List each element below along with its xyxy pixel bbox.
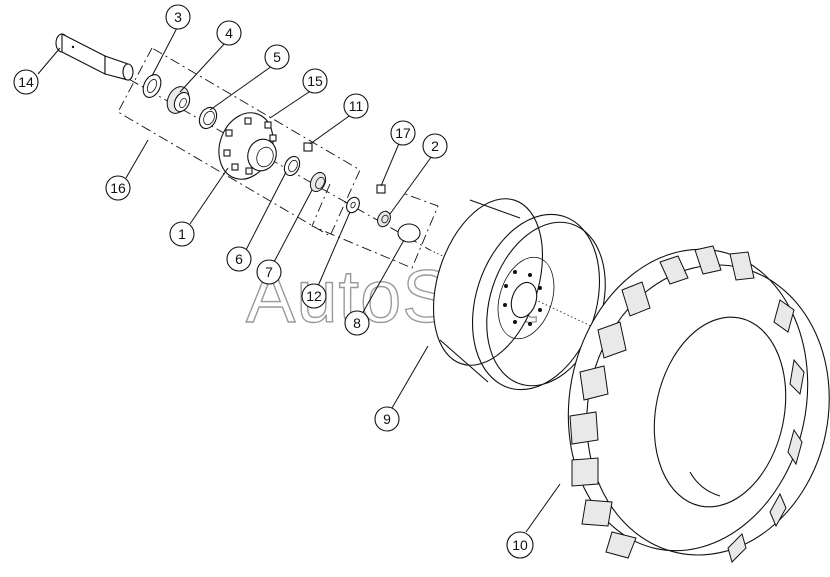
- callout-7: 7: [256, 259, 282, 285]
- callout-label-5: 5: [273, 49, 281, 65]
- callout-3: 3: [165, 4, 191, 30]
- callout-16: 16: [105, 175, 131, 201]
- callout-label-7: 7: [265, 264, 273, 280]
- callout-10: 10: [506, 531, 534, 559]
- callout-label-10: 10: [512, 537, 528, 553]
- hub-nut-part: [303, 142, 313, 152]
- leader-lines: [37, 25, 561, 533]
- callout-11: 11: [343, 93, 369, 119]
- hub-cap-part: [397, 223, 421, 243]
- seal-ring-part: [142, 74, 162, 98]
- callout-17: 17: [390, 120, 416, 146]
- callout-label-2: 2: [431, 138, 439, 154]
- callout-label-12: 12: [306, 288, 322, 304]
- wheel-hub-part: [218, 112, 277, 180]
- bearing-race-part: [198, 106, 218, 130]
- callout-label-4: 4: [225, 25, 233, 41]
- center-axis: [59, 39, 431, 251]
- callout-label-14: 14: [18, 74, 34, 90]
- wheel-rim-part: [432, 198, 606, 391]
- callout-2: 2: [422, 133, 448, 159]
- callout-1: 1: [169, 221, 195, 247]
- callout-label-15: 15: [307, 73, 323, 89]
- spindle-part: [55, 33, 134, 81]
- callout-label-16: 16: [110, 180, 126, 196]
- callout-label-11: 11: [349, 98, 364, 114]
- castle-nut-part: [377, 210, 391, 228]
- callout-15: 15: [302, 68, 328, 94]
- callout-label-9: 9: [383, 411, 391, 427]
- washer-part: [346, 196, 360, 214]
- inner-bearing-part: [166, 86, 191, 114]
- callout-9: 9: [374, 406, 400, 432]
- group-outline-8: [311, 183, 439, 269]
- outer-race-part: [283, 155, 301, 177]
- callout-12: 12: [301, 283, 327, 309]
- lock-nut-part: [376, 184, 386, 194]
- group-outline-16: [117, 47, 361, 237]
- callout-4: 4: [216, 20, 242, 46]
- callout-5: 5: [264, 44, 290, 70]
- callout-8: 8: [344, 310, 370, 336]
- callout-label-1: 1: [178, 226, 186, 242]
- callout-label-8: 8: [353, 315, 361, 331]
- callout-label-17: 17: [395, 125, 411, 141]
- tractor-tire-part: [567, 245, 830, 563]
- outer-bearing-part: [309, 171, 327, 193]
- callout-14: 14: [13, 69, 39, 95]
- callout-label-6: 6: [235, 251, 243, 267]
- callout-6: 6: [226, 246, 252, 272]
- callout-label-3: 3: [174, 9, 182, 25]
